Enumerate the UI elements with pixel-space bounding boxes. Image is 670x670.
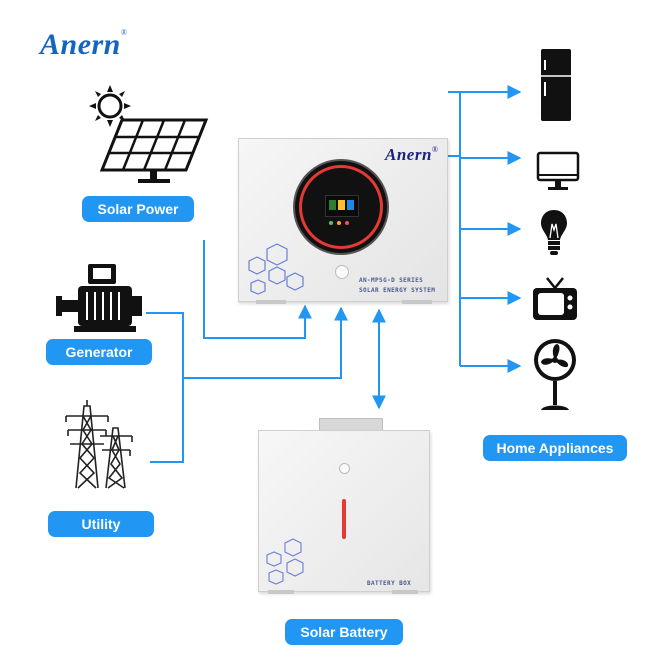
brand-logo: Anern® [40, 28, 127, 62]
refrigerator-icon [541, 49, 571, 121]
inverter-brand-name: Anern [385, 145, 432, 164]
solar-line [203, 240, 312, 339]
light-bulb-icon [541, 210, 567, 255]
solar-battery-label: Solar Battery [285, 619, 403, 645]
inverter-unit: Anern® AN-MPSG-D SERIES SOLAR ENERGY SYS… [238, 138, 448, 302]
output-line [448, 91, 520, 157]
brand-name: Anern [40, 28, 121, 61]
sun-icon [89, 85, 131, 127]
utility-label: Utility [48, 511, 154, 537]
battery-box-text: BATTERY BOX [367, 580, 412, 587]
registered-mark: ® [120, 28, 128, 37]
battery-box: BATTERY BOX [258, 430, 430, 592]
battery-button[interactable] [339, 463, 350, 474]
generator-label: Generator [46, 339, 152, 365]
battery-foot-left [268, 590, 294, 594]
generator-icon [56, 264, 142, 332]
inverter-series-text: AN-MPSG-D SERIES [359, 277, 424, 284]
inverter-registered-mark: ® [431, 145, 439, 154]
generator-line [146, 312, 184, 463]
grid-line [183, 306, 348, 379]
status-leds [329, 221, 355, 225]
power-button[interactable] [335, 265, 349, 279]
inverter-foot-left [256, 300, 286, 304]
solar-power-label: Solar Power [82, 196, 194, 222]
monitor-icon [536, 151, 580, 190]
inverter-logo: Anern® [385, 145, 439, 165]
television-icon [533, 277, 577, 320]
inverter-system-text: SOLAR ENERGY SYSTEM [359, 287, 436, 294]
home-appliances-label: Home Appliances [483, 435, 627, 461]
display-ring [295, 161, 387, 253]
lcd-screen [325, 195, 359, 217]
solar-panel-icon [100, 118, 209, 183]
battery-foot-right [392, 590, 418, 594]
inverter-foot-right [402, 300, 432, 304]
fan-icon [534, 339, 576, 410]
battery-indicator [342, 499, 346, 539]
power-tower-icon [65, 400, 133, 489]
hexagon-pattern [248, 243, 304, 295]
battery-hexagon-pattern [266, 538, 304, 585]
